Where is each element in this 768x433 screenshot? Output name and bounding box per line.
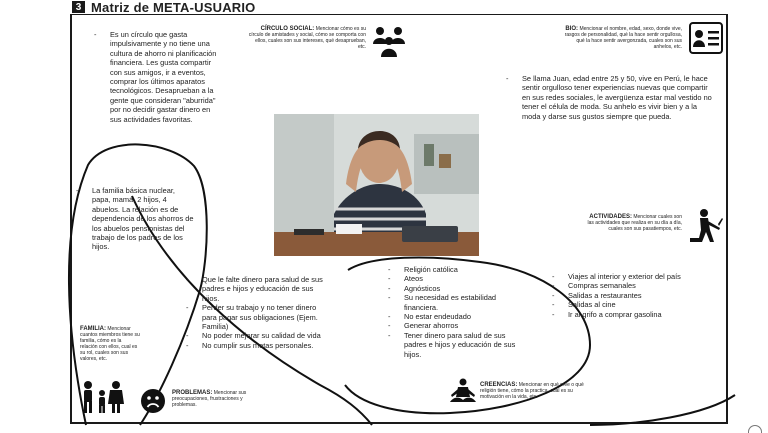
problemas-content: Que le falte dinero para salud de sus pa…	[186, 275, 332, 351]
creencias-item: Su necesidad es estabilidad financiera.	[388, 293, 528, 312]
scroll-indicator[interactable]	[748, 425, 762, 433]
creencias-content: Religión católicaAteosAgnósticosSu neces…	[388, 265, 528, 359]
problemas-item: Que le falte dinero para salud de sus pa…	[186, 275, 332, 303]
actividades-description: Mencionar cuales son las actividades que…	[587, 214, 682, 232]
creencias-item: Religión católica	[388, 265, 528, 275]
matrix-title: 3 Matriz de META-USUARIO	[72, 0, 256, 15]
bio-label: BIO: Mencionar el nombre, edad, sexo, do…	[560, 26, 682, 50]
problemas-description: Mencionar sus preocupaciones, frustracio…	[172, 390, 247, 408]
problemas-heading: PROBLEMAS:	[172, 390, 213, 396]
familia-description: Mencionar cuantos miembros tiene su fami…	[80, 326, 140, 362]
circulo-social-heading: CÍRCULO SOCIAL:	[260, 26, 315, 32]
problemas-label: PROBLEMAS: Mencionar sus preocupaciones,…	[172, 390, 256, 408]
matrix-frame	[70, 14, 728, 424]
stressed-man-photo	[274, 114, 479, 256]
family-icon	[80, 380, 124, 414]
section-number-badge: 3	[72, 1, 85, 13]
group-icon	[372, 24, 406, 58]
circulo-social-description: Mencionar cómo es su círculo de amistade…	[248, 26, 366, 50]
bio-content: Se llama Juan, edad entre 25 y 50, vive …	[506, 74, 716, 121]
bio-description: Mencionar el nombre, edad, sexo, donde v…	[564, 26, 682, 50]
creencias-item: No estar endeudado	[388, 312, 528, 322]
page-title: Matriz de META-USUARIO	[91, 0, 256, 15]
creencias-label: CREENCIAS: Mencionar en qué cree o qué r…	[480, 382, 586, 400]
creencias-zone-outline	[344, 256, 592, 415]
problemas-item: No cumplir sus metas personales.	[186, 341, 332, 351]
creencias-item: Tener dinero para salud de sus padres e …	[388, 331, 528, 359]
creencias-description: Mencionar en qué cree o qué religión tie…	[480, 382, 584, 400]
creencias-item: Generar ahorros	[388, 321, 528, 331]
creencias-item: Agnósticos	[388, 284, 528, 294]
bio-heading: BIO:	[565, 26, 579, 32]
actividades-item: Compras semanales	[552, 281, 722, 291]
problemas-item: Perder su trabajo y no tener dinero para…	[186, 303, 332, 331]
familia-content: La familia básica nuclear, papa, mamá, 2…	[76, 186, 194, 252]
problemas-item: No poder mejorar su calidad de vida	[186, 331, 332, 341]
circulo-social-content: Es un círculo que gasta impulsivamente y…	[94, 30, 218, 124]
actividades-item: Viajes al interior y exterior del país	[552, 272, 722, 282]
creencias-heading: CREENCIAS:	[480, 382, 518, 388]
actividades-zone-outline	[589, 394, 736, 426]
circulo-social-zone-outline	[131, 195, 373, 426]
circulo-social-bullet: Es un círculo que gasta impulsivamente y…	[94, 30, 218, 124]
familia-label: FAMILIA: Mencionar cuantos miembros tien…	[80, 326, 140, 362]
bio-bullet: Se llama Juan, edad entre 25 y 50, vive …	[506, 74, 716, 121]
actividades-item: Salidas al cine	[552, 300, 722, 310]
actividades-item: Salidas a restaurantes	[552, 291, 722, 301]
meditation-icon	[448, 378, 478, 406]
circulo-social-label: CÍRCULO SOCIAL: Mencionar cómo es su cír…	[246, 26, 366, 50]
worker-icon	[688, 208, 724, 244]
creencias-item: Ateos	[388, 274, 528, 284]
familia-heading: FAMILIA:	[80, 326, 106, 332]
sad-face-icon	[140, 388, 166, 414]
actividades-item: Ir al grifo a comprar gasolina	[552, 310, 722, 320]
actividades-heading: ACTIVIDADES:	[589, 214, 632, 220]
id-card-icon	[688, 20, 724, 56]
familia-bullet: La familia básica nuclear, papa, mamá, 2…	[76, 186, 194, 252]
actividades-label: ACTIVIDADES: Mencionar cuales son las ac…	[584, 214, 682, 232]
actividades-content: Viajes al interior y exterior del paísCo…	[552, 272, 722, 319]
